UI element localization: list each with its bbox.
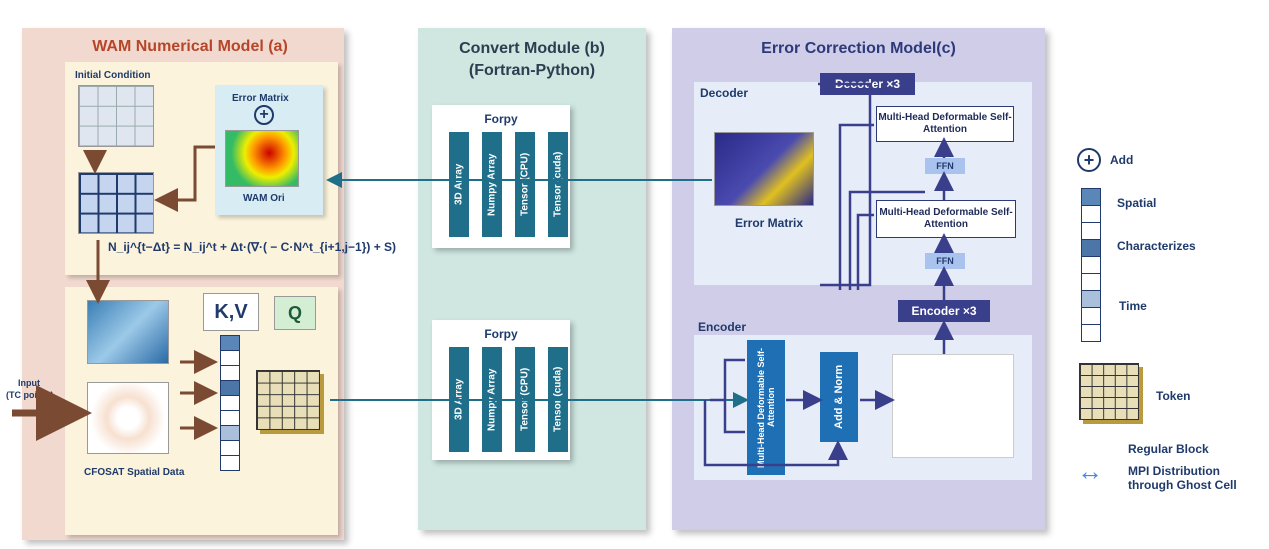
legend-mpi: MPI Distribution [1128, 464, 1220, 478]
neural-network-image [892, 354, 1014, 458]
forpy-top-label: Forpy [484, 112, 518, 126]
input-label: Input [18, 378, 40, 388]
convert-subtitle: (Fortran-Python) [468, 62, 596, 79]
wam-title: WAM Numerical Model (a) [92, 38, 288, 55]
error-matrix-label: Error Matrix [232, 93, 289, 104]
ecm-title: Error Correction Model(c) [761, 40, 956, 57]
initial-grid [78, 85, 154, 147]
legend-mpi-2: through Ghost Cell [1128, 478, 1237, 492]
q-box: Q [274, 296, 316, 330]
decoder-label: Decoder [700, 86, 749, 100]
double-arrow-icon: ↔ [1077, 456, 1103, 486]
token-grid [256, 370, 320, 430]
convert-title: Convert Module (b) [459, 40, 605, 57]
forpy-bottom-label: Forpy [484, 327, 518, 341]
initial-condition-label: Initial Condition [75, 70, 151, 81]
arrow-error-to-grid [154, 145, 215, 212]
ffn-2: FFN [925, 253, 965, 269]
wam-ori-label: WAM Ori [243, 193, 285, 204]
encoder-label: Encoder [698, 320, 747, 334]
legend-spatial: Spatial [1117, 196, 1157, 210]
error-map-image [225, 130, 299, 187]
satellite-map [87, 300, 169, 364]
cfosat-label: CFOSAT Spatial Data [84, 467, 185, 478]
formula: N_ij^{t−Δt} = N_ij^t + Δt·(∇·( − C·N^t_{… [108, 240, 397, 254]
legend-time: Time [1119, 299, 1147, 313]
legend-token-grid [1079, 363, 1139, 420]
input-sub-label: (TC points) [6, 390, 54, 400]
add-icon: + [254, 105, 274, 125]
encoder-x3: Encoder ×3 [898, 300, 990, 322]
mhdsa-decoder-2: Multi-Head Deformable Self-Attention [876, 200, 1016, 238]
error-matrix-image [714, 132, 814, 206]
legend-regular-block: Regular Block [1128, 442, 1209, 456]
legend-characterizes: Characterizes [1117, 239, 1196, 253]
cfosat-plot [87, 382, 169, 454]
legend-add: Add [1110, 153, 1134, 167]
error-matrix-label-c: Error Matrix [735, 216, 804, 230]
mhdsa-decoder-1: Multi-Head Deformable Self-Attention [876, 106, 1014, 142]
block-grid [78, 172, 154, 234]
ffn-1: FFN [925, 158, 965, 174]
kv-box: K,V [203, 293, 259, 331]
legend-add-icon: + [1077, 148, 1101, 172]
legend-token: Token [1156, 389, 1191, 403]
